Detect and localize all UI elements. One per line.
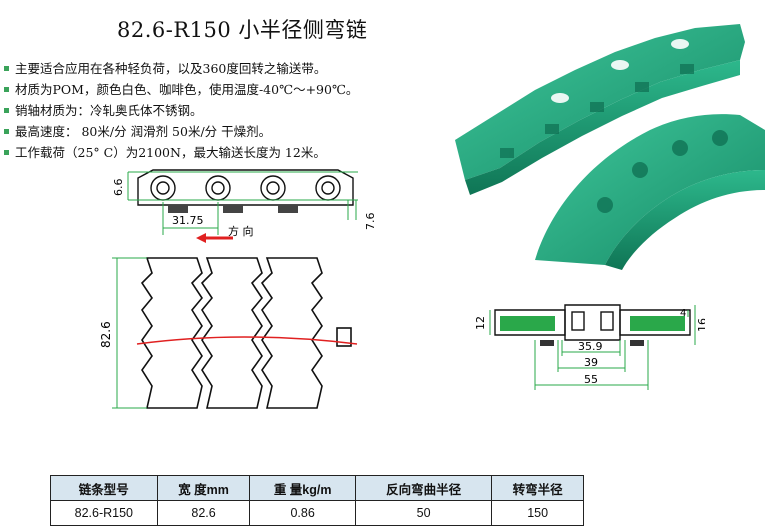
dim-35-9-label: 35.9 [578,340,603,353]
dim-width-label: 82.6 [99,321,113,348]
table-header-row: 链条型号 宽 度mm 重 量kg/m 反向弯曲半径 转弯半径 [50,475,584,501]
chain-product-image [455,24,765,270]
side-view-drawing: 6.6 31.75 7.6 方 向 [112,169,377,243]
dim-16-label: 16 [696,318,705,332]
feature-text: 主要适合应用在各种轻负荷，以及360度回转之输送带。 [15,61,327,76]
direction-label: 方 向 [228,224,254,238]
bullet-icon [4,129,9,134]
chain-curved-section [535,114,765,270]
dim-39-label: 39 [584,356,598,369]
dim-height-label: 6.6 [112,179,125,197]
dim-4-label: 4 [680,308,686,319]
chain-straight-section [455,24,745,195]
feature-item: 主要适合应用在各种轻负荷，以及360度回转之输送带。 [4,58,358,79]
column-header: 重 量kg/m [249,475,356,501]
feature-text: 销轴材质为：冷轧奥氏体不锈钢。 [15,103,203,118]
dim-pitch-label: 31.75 [172,214,204,227]
column-header: 反向弯曲半径 [354,475,493,501]
wear-strip-left [500,316,555,331]
column-header: 链条型号 [50,475,158,501]
table-cell: 150 [491,500,584,526]
column-header: 宽 度mm [156,475,251,501]
table-row: 82.6-R150 82.6 0.86 50 150 [50,500,584,526]
bullet-icon [4,87,9,92]
page-title: 82.6-R150 小半径侧弯链 [117,18,368,42]
feature-text: 最高速度： 80米/分 润滑剂 50米/分 干燥剂。 [15,124,272,139]
table-cell: 82.6 [156,500,251,526]
dim-55-label: 55 [584,373,598,386]
feature-item: 材质为POM，颜色白色、咖啡色，使用温度-40℃～+90℃。 [4,79,358,100]
feature-item: 工作载荷（25° C）为2100N，最大输送长度为 12米。 [4,142,358,163]
feature-text: 材质为POM，颜色白色、咖啡色，使用温度-40℃～+90℃。 [15,82,359,97]
feature-item: 销轴材质为：冷轧奥氏体不锈钢。 [4,100,358,121]
feature-list: 主要适合应用在各种轻负荷，以及360度回转之输送带。 材质为POM，颜色白色、咖… [4,58,358,163]
dim-12-label: 12 [474,316,487,330]
bullet-icon [4,66,9,71]
bullet-icon [4,150,9,155]
direction-arrow-icon [196,233,233,243]
dim-thickness-label: 7.6 [364,213,377,231]
top-view-drawing: 82.6 [99,257,358,409]
table-cell: 82.6-R150 [50,500,158,526]
bullet-icon [4,108,9,113]
table-cell: 0.86 [249,500,356,526]
feature-item: 最高速度： 80米/分 润滑剂 50米/分 干燥剂。 [4,121,358,142]
spec-table: 链条型号 宽 度mm 重 量kg/m 反向弯曲半径 转弯半径 82.6-R150… [50,475,584,526]
column-header: 转弯半径 [491,475,584,501]
table-cell: 50 [354,500,493,526]
cross-section-drawing: 12 4 16 35.9 39 55 [474,304,705,390]
feature-text: 工作载荷（25° C）为2100N，最大输送长度为 12米。 [15,145,326,160]
wear-strip-right [630,316,685,331]
